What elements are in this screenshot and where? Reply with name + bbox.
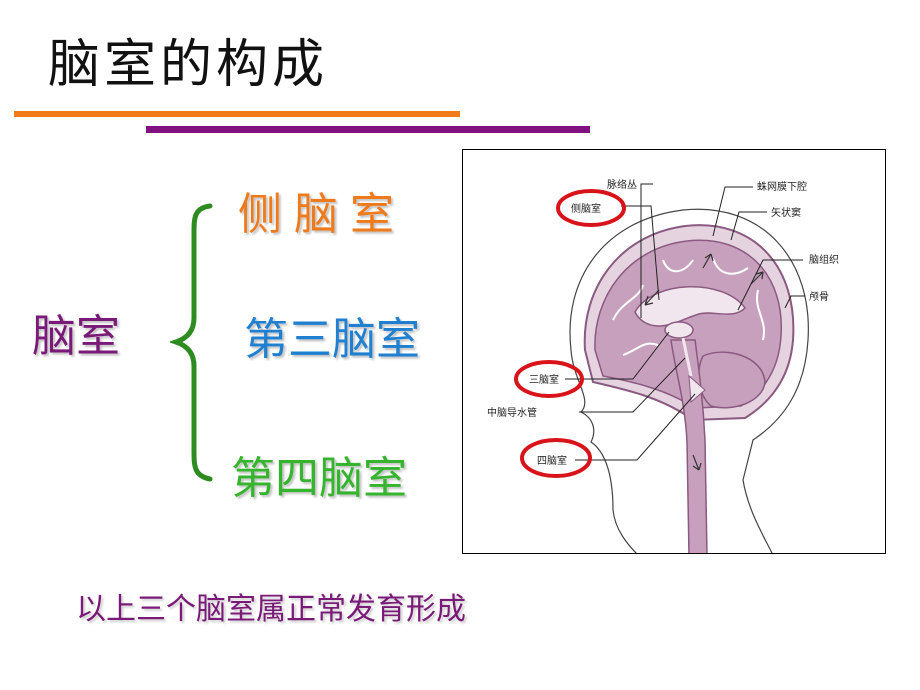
highlight-circle-fourth — [520, 438, 592, 478]
brace-icon — [170, 203, 213, 482]
brain-diagram: 脉络丛 侧脑室 蛛网膜下腔 矢状窦 脑组织 颅骨 三脑室 中脑导水管 四脑室 — [462, 149, 886, 554]
third-ventricle-shape — [664, 321, 694, 339]
tree-root-label: 脑室 — [32, 311, 120, 362]
leader-fourth — [575, 393, 696, 461]
label-brain-tissue: 脑组织 — [809, 253, 839, 266]
label-aqueduct: 中脑导水管 — [487, 406, 537, 419]
leader-lines — [565, 183, 805, 461]
branch-fourth-ventricle: 第四脑室 — [231, 453, 407, 504]
leader-subarachnoid — [712, 186, 753, 237]
label-sagittal-sinus: 矢状窦 — [771, 206, 801, 219]
head-outline — [569, 208, 809, 553]
leader-sagittal — [730, 211, 767, 241]
gyri-lines — [612, 257, 766, 379]
highlight-circle-lateral — [556, 189, 626, 227]
label-third-ventricle: 三脑室 — [529, 373, 559, 386]
leader-skull — [784, 295, 805, 309]
slide-title: 脑室的构成 — [48, 35, 329, 95]
highlight-circle-third — [514, 360, 584, 398]
label-choroid-plexus: 脉络丛 — [607, 178, 637, 191]
purple-rule-bar — [146, 126, 590, 133]
leader-third — [565, 331, 670, 380]
orange-rule-bar — [14, 111, 460, 117]
leader-lateral — [621, 205, 660, 301]
lateral-ventricle-shape — [634, 286, 746, 327]
label-fourth-ventricle: 四脑室 — [537, 454, 567, 467]
branch-third-ventricle: 第三脑室 — [244, 314, 420, 365]
branch-lateral-ventricle: 侧脑室 — [238, 189, 406, 240]
label-subarachnoid: 蛛网膜下腔 — [757, 180, 807, 193]
purple-rule — [146, 126, 590, 133]
face-outline — [570, 349, 637, 553]
label-skull: 颅骨 — [809, 291, 829, 303]
leader-aqueduct — [579, 357, 686, 413]
brain-diagram-svg: 脉络丛 侧脑室 蛛网膜下腔 矢状窦 脑组织 颅骨 三脑室 中脑导水管 四脑室 — [487, 178, 839, 553]
brace-path — [170, 203, 213, 482]
fourth-ventricle-shape — [688, 374, 706, 404]
footer-note: 以上三个脑室属正常发育形成 — [76, 592, 466, 627]
leader-choroid — [640, 183, 653, 318]
orange-rule — [14, 111, 460, 117]
flow-arrows — [644, 253, 764, 471]
leader-tissue — [737, 259, 803, 311]
aqueduct-shape — [681, 337, 693, 377]
label-lateral-ventricle: 侧脑室 — [571, 202, 601, 215]
